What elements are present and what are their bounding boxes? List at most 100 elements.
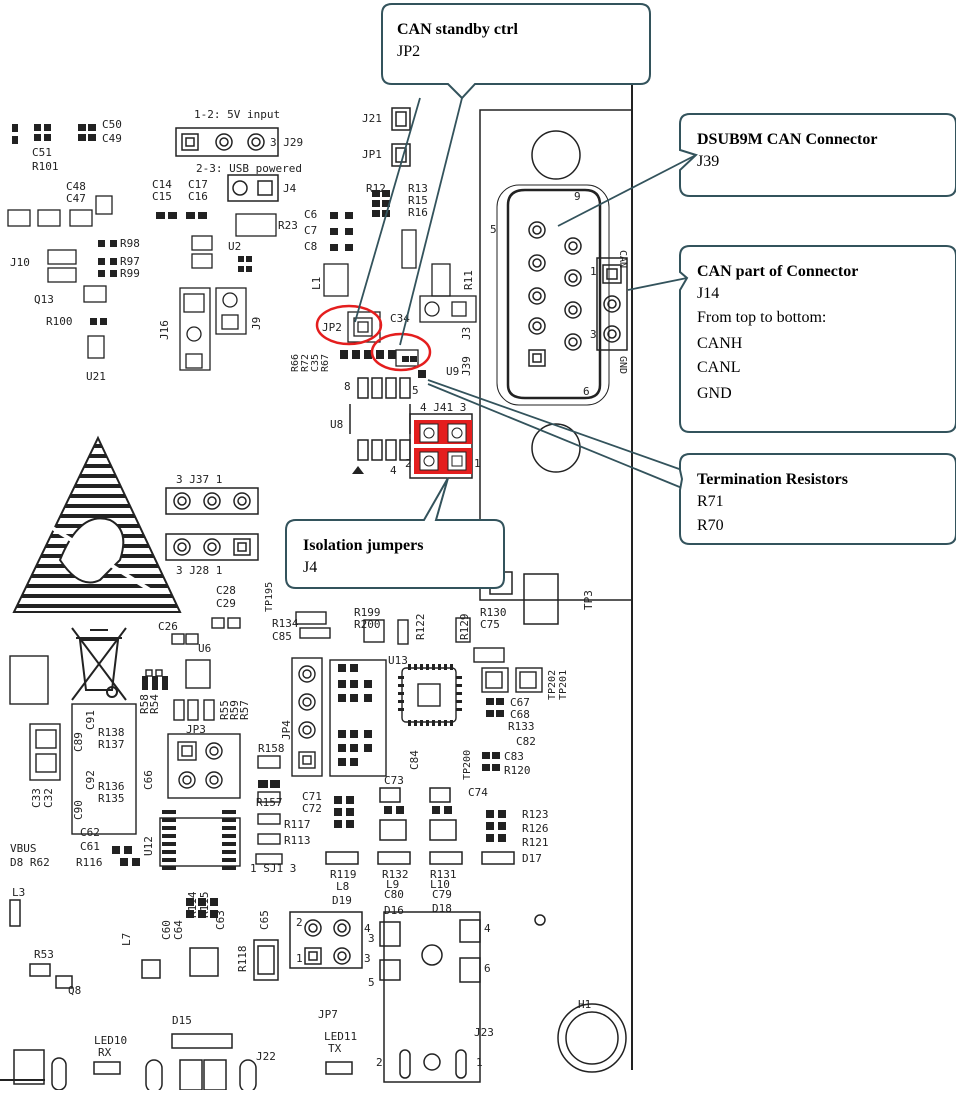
- bottom-components: [9, 787, 627, 1093]
- silk-r58: R58: [138, 694, 151, 714]
- silk-pin3-j14: 3: [590, 328, 597, 341]
- silk-c26: C26: [158, 620, 178, 633]
- silk-pin6: 6: [583, 385, 590, 398]
- silk-l3: L3: [12, 886, 25, 899]
- silk-u8: U8: [330, 418, 343, 431]
- silk-r54: R54: [148, 694, 161, 714]
- silk-c61: C61: [80, 840, 100, 853]
- callout-dsub-title: DSUB9M CAN Connector: [697, 131, 877, 148]
- silk-r136: R136: [98, 780, 125, 793]
- silk-r67: R67: [320, 354, 331, 372]
- silk-j41: 4 J41 3: [420, 401, 466, 414]
- callout-can-part-title: CAN part of Connector: [697, 263, 858, 280]
- silk-j37: 3 J37 1: [176, 473, 222, 486]
- silk-j41-1: 1: [474, 457, 481, 470]
- silk-jp29-note1: 1-2: 5V input: [194, 108, 280, 121]
- silk-l8: L8: [336, 880, 349, 893]
- silk-j23-pin5: 5: [368, 976, 375, 989]
- silk-gnd: GND: [617, 356, 628, 374]
- silk-c62: C62: [80, 826, 100, 839]
- silk-r57: R57: [238, 700, 251, 720]
- silk-c16: C16: [188, 190, 208, 203]
- silk-can: CAN: [617, 250, 628, 268]
- silk-d18: D18: [432, 902, 452, 915]
- silk-j4: J4: [283, 182, 297, 195]
- silk-c50: C50: [102, 118, 122, 131]
- silk-j3: J3: [460, 327, 473, 340]
- silk-c64: C64: [172, 920, 185, 940]
- silk-r100: R100: [46, 315, 73, 328]
- dsub9-pins: [528, 221, 582, 367]
- silk-r115: R115: [198, 892, 211, 919]
- silk-r118: R118: [236, 946, 249, 973]
- silk-r117: R117: [284, 818, 311, 831]
- silk-u8-pin5: 5: [412, 384, 419, 397]
- silk-c67: C67: [510, 696, 530, 709]
- silk-c83: C83: [504, 750, 524, 763]
- silk-tp195: TP195: [264, 582, 275, 612]
- silk-l10: L10: [430, 878, 450, 891]
- silk-r59: R59: [228, 700, 241, 720]
- silk-c90: C90: [72, 800, 85, 820]
- silk-c68: C68: [510, 708, 530, 721]
- silk-u6: U6: [198, 642, 211, 655]
- weee-bin-symbol: [71, 627, 127, 701]
- silk-sj1: 1 SJ1 3: [250, 862, 296, 875]
- silk-u2: U2: [228, 240, 241, 253]
- silk-jp3: JP3: [186, 723, 206, 736]
- silk-r157: R157: [256, 796, 283, 809]
- silk-c82: C82: [516, 735, 536, 748]
- silk-q13: Q13: [34, 293, 54, 306]
- callout-can-part-line-4: CANL: [697, 359, 741, 376]
- silk-r132: R132: [382, 868, 409, 881]
- silk-q8: Q8: [68, 984, 81, 997]
- j37-j28-headers: [165, 487, 259, 561]
- silk-jp7-pin3: 3: [364, 952, 371, 965]
- silk-r134: R134: [272, 617, 299, 630]
- callout-isolation-title: Isolation jumpers: [303, 537, 423, 554]
- silk-r113: R113: [284, 834, 311, 847]
- silk-r199: R199: [354, 606, 381, 619]
- silk-c15: C15: [152, 190, 172, 203]
- silk-r55: R55: [218, 700, 231, 720]
- callout-termination-title: Termination Resistors: [697, 471, 848, 488]
- silk-r12: R12: [366, 182, 386, 195]
- callout-dsub-line-1: J39: [697, 153, 719, 170]
- silk-r11: R11: [462, 270, 475, 290]
- silk-r123: R123: [522, 808, 549, 821]
- silk-r200: R200: [354, 618, 381, 631]
- silk-r116: R116: [76, 856, 103, 869]
- silk-j23-pin4: 4: [484, 922, 491, 935]
- silk-l7: L7: [120, 933, 133, 946]
- silk-r129: R129: [458, 614, 471, 641]
- esd-warning-symbol: [12, 435, 182, 613]
- silk-c79: C79: [432, 888, 452, 901]
- silk-r15: R15: [408, 194, 428, 207]
- tp3-pad: [523, 573, 559, 625]
- silk-u8-pin4: 4: [390, 464, 397, 477]
- silk-d19: D19: [332, 894, 352, 907]
- callout-pointers: [354, 97, 697, 489]
- silk-d15: D15: [172, 1014, 192, 1027]
- j41-isolation-jumpers: [409, 413, 473, 479]
- silk-l1: L1: [310, 277, 323, 290]
- silk-led10: LED10: [94, 1034, 127, 1047]
- callout-can-part-line-2: From top to bottom:: [697, 309, 826, 326]
- silk-j22: J22: [256, 1050, 276, 1063]
- silk-r137: R137: [98, 738, 125, 751]
- silk-r135: R135: [98, 792, 125, 805]
- silk-r23: R23: [278, 219, 298, 232]
- silk-c65: C65: [258, 910, 271, 930]
- silk-j41-2: 2: [405, 457, 412, 470]
- silk-u13: U13: [388, 654, 408, 667]
- j29-header: [175, 127, 279, 202]
- silk-r121: R121: [522, 836, 549, 849]
- callout-can-part-line-3: CANH: [697, 335, 743, 352]
- silk-jp7-pin2: 2: [296, 916, 303, 929]
- silk-d8: D8 R62: [10, 856, 50, 869]
- jp2-highlight-circle: [315, 304, 383, 346]
- silk-tp200: TP200: [462, 750, 473, 780]
- silk-r72: R72: [300, 354, 311, 372]
- silk-r126: R126: [522, 822, 549, 835]
- termination-highlight-circle: [370, 332, 432, 372]
